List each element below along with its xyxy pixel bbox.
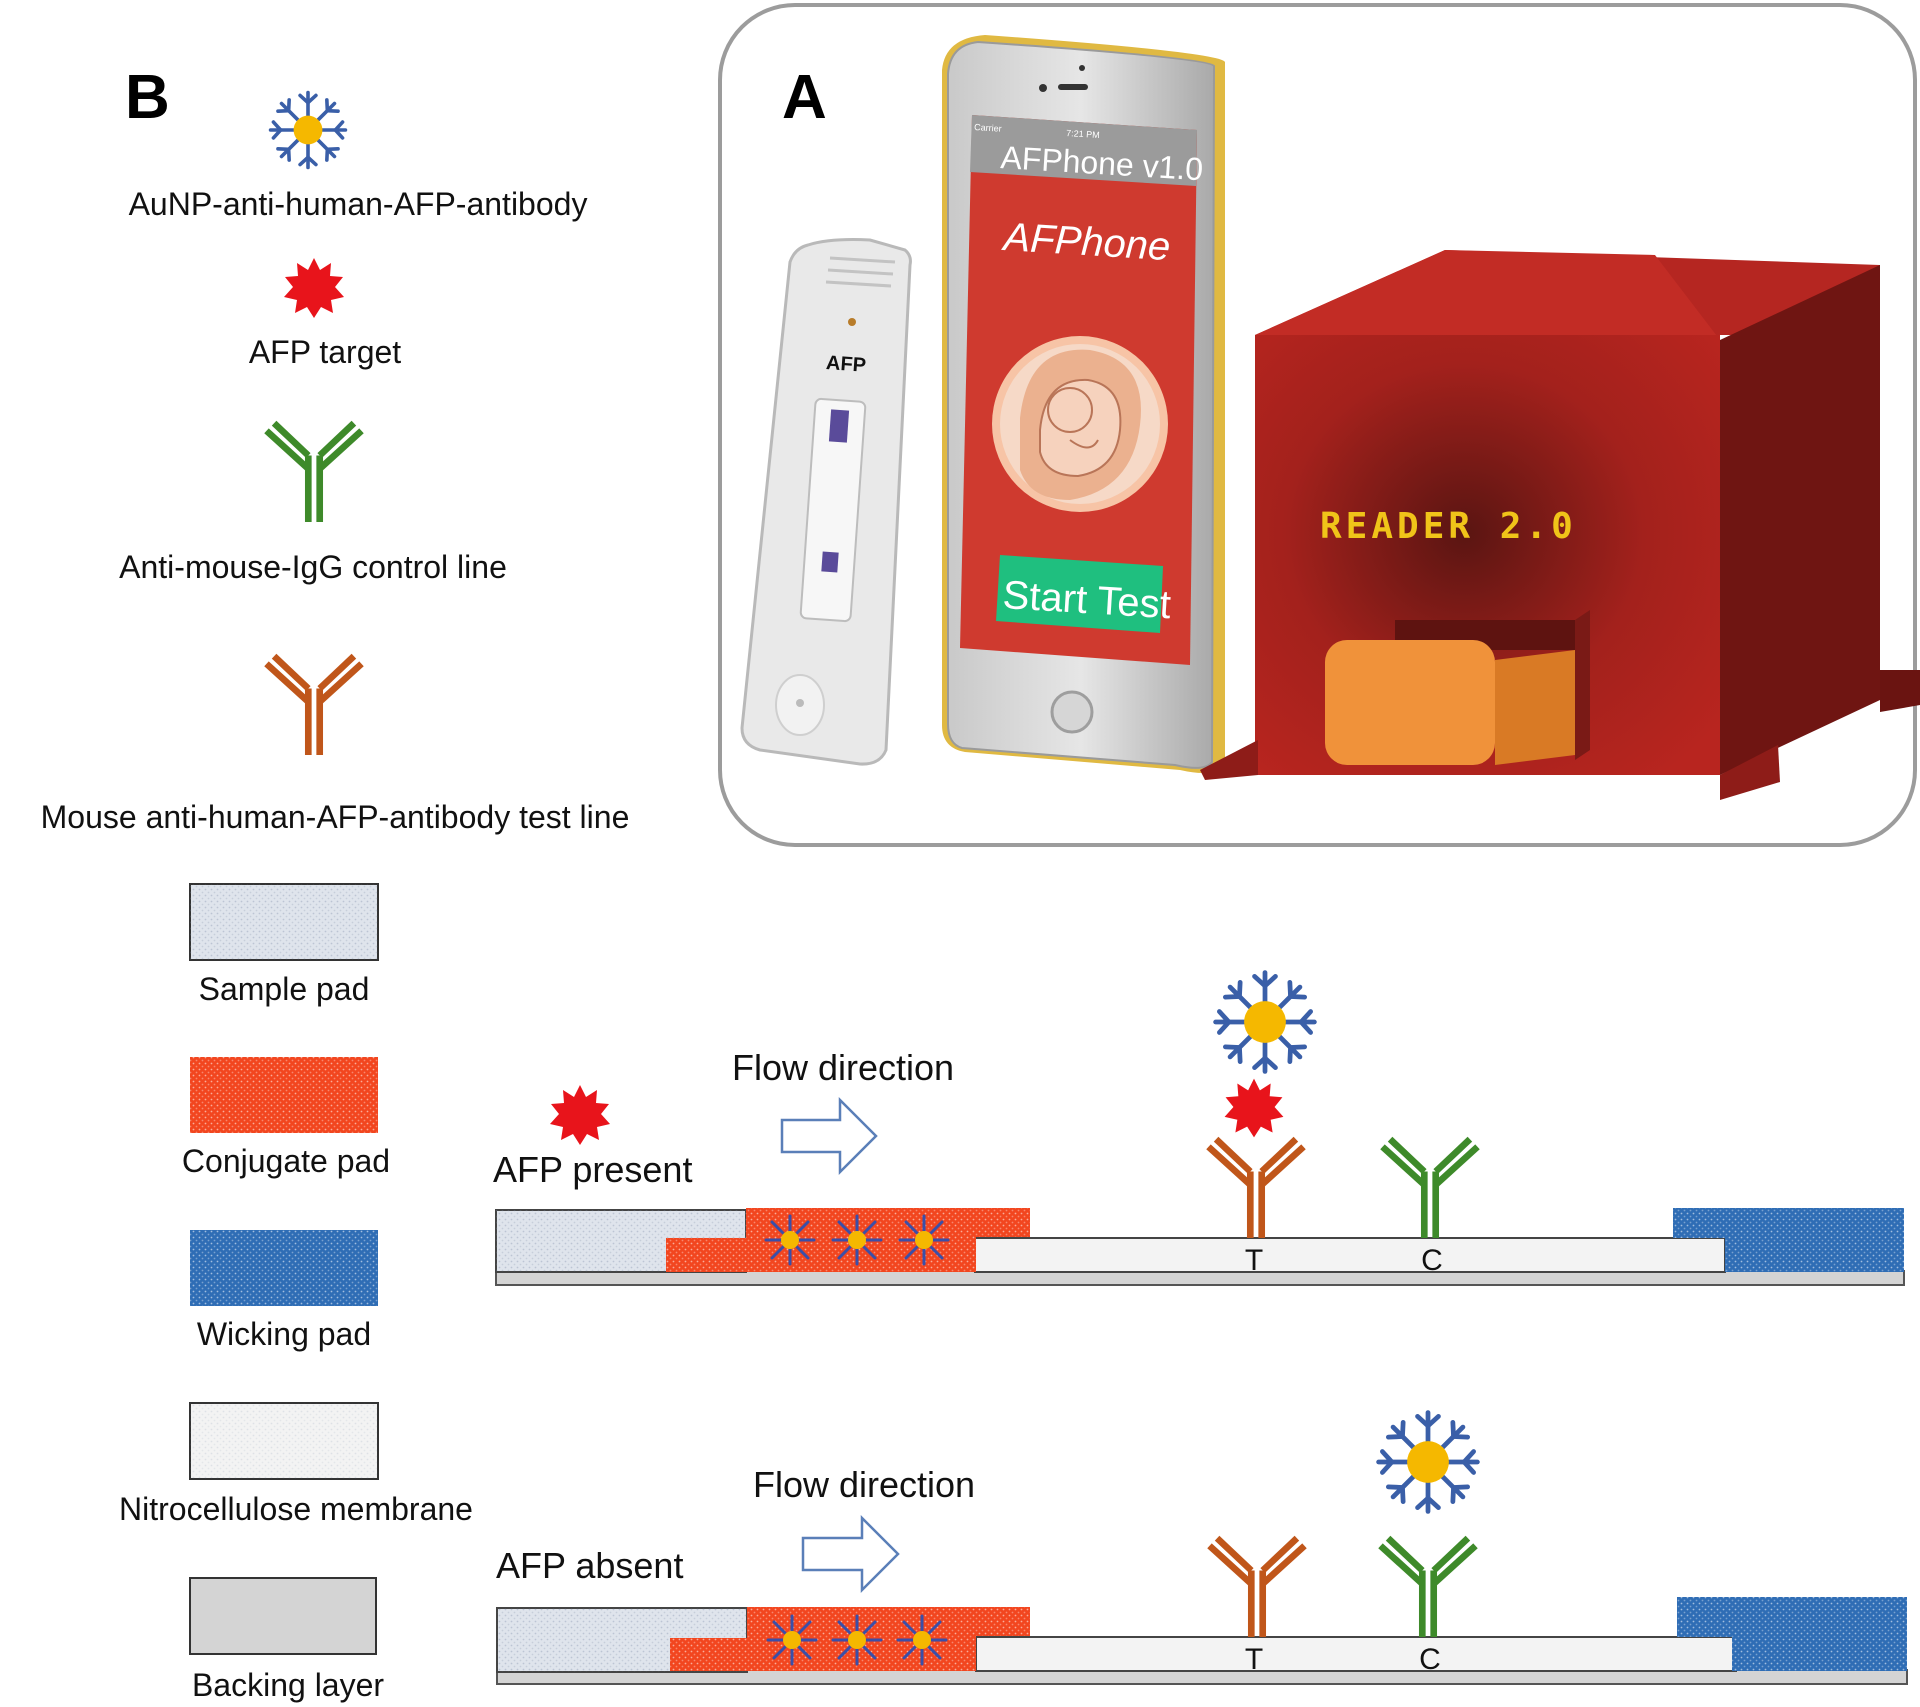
panel-a: A AFP Carrier — [718, 3, 1920, 847]
sample-pad-label: Sample pad — [199, 971, 370, 1007]
captured-aunp-2 — [1379, 1413, 1478, 1512]
reader-tray — [1325, 640, 1495, 765]
phone-camera — [1039, 84, 1047, 92]
sample-pad-swatch — [189, 883, 379, 961]
conjugate-aunp-1 — [764, 1214, 950, 1266]
afp-target-free — [550, 1085, 610, 1145]
arrow-right-icon — [801, 1514, 900, 1594]
home-button[interactable] — [1050, 690, 1094, 734]
status-bar-carrier: Carrier — [974, 122, 1002, 134]
smartphone: Carrier 7:21 PM AFPhone v1.0 AFPhone Sta… — [942, 35, 1225, 774]
flow-direction-label-2: Flow direction — [753, 1464, 975, 1505]
conjugate-pad-label: Conjugate pad — [182, 1143, 390, 1179]
aunp-icon — [271, 93, 346, 168]
membrane-1 — [974, 1237, 1726, 1273]
wicking-pad-swatch — [190, 1230, 378, 1306]
control-line-antibody-2 — [1381, 1538, 1476, 1637]
reader-label: READER 2.0 — [1320, 506, 1577, 547]
control-line-antibody-1 — [1383, 1139, 1478, 1238]
legend-afp-target-label: AFP target — [249, 334, 401, 370]
captured-afp-1 — [1224, 1078, 1284, 1138]
membrane-label: Nitrocellulose membrane — [119, 1491, 473, 1527]
test-line-antibody-1 — [1209, 1139, 1304, 1238]
afp-present-label: AFP present — [493, 1149, 692, 1190]
reader-device: READER 2.0 — [1200, 250, 1920, 800]
control-antibody-icon — [267, 423, 362, 522]
start-test-label: Start Test — [1001, 573, 1172, 627]
status-bar-time: 7:21 PM — [1066, 128, 1100, 140]
afp-absent-label: AFP absent — [496, 1545, 683, 1586]
strip-afp-present: Flow direction AFP present — [493, 973, 1905, 1286]
backing-label: Backing layer — [192, 1667, 384, 1703]
wicking-pad-label: Wicking pad — [197, 1316, 371, 1352]
panel-b-letter: B — [125, 63, 170, 132]
arrow-right-icon — [780, 1096, 878, 1176]
fetus-icon — [992, 336, 1168, 512]
flow-direction-label-1: Flow direction — [732, 1047, 954, 1088]
app-title: AFPhone — [1000, 215, 1171, 269]
materials-legend: Sample pad Conjugate pad Wicking pad Nit… — [119, 883, 473, 1703]
test-line-antibody-2 — [1210, 1538, 1305, 1637]
conjugate-aunp-2 — [766, 1614, 948, 1666]
legend-test-line-label: Mouse anti-human-AFP-antibody test line — [41, 799, 630, 835]
captured-aunp-1 — [1216, 973, 1315, 1072]
control-line-letter-2: C — [1419, 1643, 1441, 1676]
test-antibody-icon — [267, 656, 362, 755]
afp-target-icon — [284, 258, 344, 318]
membrane-2 — [975, 1636, 1737, 1672]
phone-screen: Carrier 7:21 PM AFPhone v1.0 AFPhone Sta… — [960, 115, 1204, 665]
conjugate-pad-swatch — [190, 1057, 378, 1133]
backing-swatch — [189, 1577, 377, 1655]
panel-b-legend: B AuNP-anti-human-AFP-antibody AFP targe… — [41, 63, 630, 835]
backing-layer-1 — [495, 1270, 1905, 1286]
wicking-pad-1 — [1673, 1208, 1904, 1272]
wicking-pad-2 — [1677, 1597, 1907, 1671]
start-test-button[interactable]: Start Test — [996, 555, 1172, 633]
legend-aunp-label: AuNP-anti-human-AFP-antibody — [129, 186, 588, 222]
test-cassette: AFP — [740, 238, 912, 766]
test-line-letter-1: T — [1245, 1244, 1263, 1277]
panel-a-letter: A — [782, 63, 827, 132]
strip-afp-absent: Flow direction AFP absent — [496, 1413, 1908, 1685]
control-line-letter-1: C — [1421, 1244, 1443, 1277]
membrane-swatch — [189, 1402, 379, 1480]
test-line-letter-2: T — [1245, 1643, 1263, 1676]
legend-control-line-label: Anti-mouse-IgG control line — [119, 549, 507, 585]
cassette-label: AFP — [825, 352, 866, 377]
